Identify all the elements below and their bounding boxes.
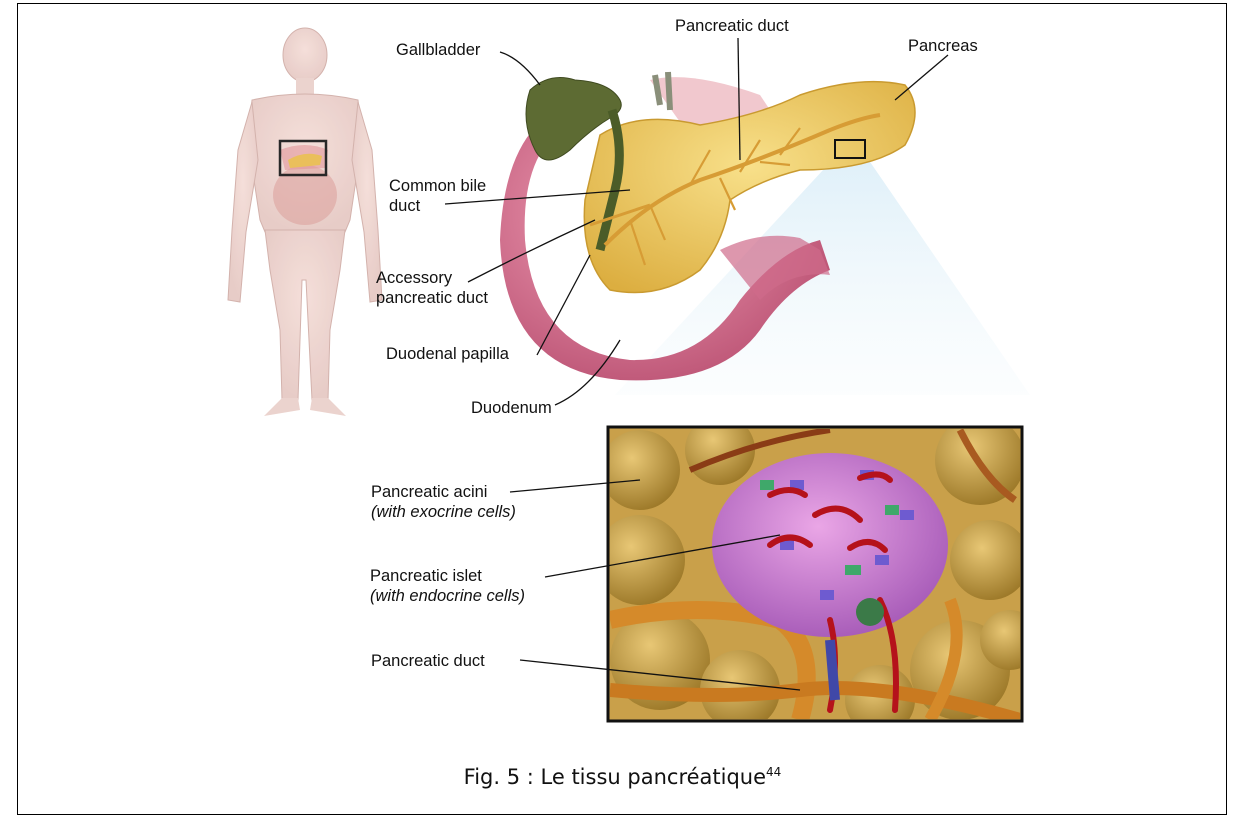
label-accessory-duct-line2: pancreatic duct — [376, 288, 488, 308]
islet-magnified-inset — [595, 415, 1040, 735]
figure-caption: Fig. 5 : Le tissu pancréatique44 — [0, 765, 1245, 789]
label-accessory-duct-line1: Accessory — [376, 268, 488, 288]
label-pancreatic-duct-bottom: Pancreatic duct — [371, 651, 485, 671]
islet-shape — [712, 453, 948, 637]
label-duodenal-papilla: Duodenal papilla — [386, 344, 509, 364]
label-duodenum: Duodenum — [471, 398, 552, 418]
label-acini-line2: (with exocrine cells) — [371, 502, 516, 522]
label-gallbladder: Gallbladder — [396, 40, 480, 60]
label-pancreatic-duct-top: Pancreatic duct — [675, 16, 789, 36]
label-islet-line1: Pancreatic islet — [370, 566, 525, 586]
label-acini: Pancreatic acini (with exocrine cells) — [371, 482, 516, 522]
label-common-bile-duct-line2: duct — [389, 196, 486, 216]
human-body-figure — [228, 28, 382, 416]
caption-text: Fig. 5 : Le tissu pancréatique — [464, 765, 766, 789]
label-islet: Pancreatic islet (with endocrine cells) — [370, 566, 525, 606]
label-accessory-duct: Accessory pancreatic duct — [376, 268, 488, 308]
label-pancreas: Pancreas — [908, 36, 978, 56]
label-acini-line1: Pancreatic acini — [371, 482, 516, 502]
label-islet-line2: (with endocrine cells) — [370, 586, 525, 606]
caption-footnote: 44 — [766, 765, 781, 779]
label-common-bile-duct: Common bile duct — [389, 176, 486, 216]
label-common-bile-duct-line1: Common bile — [389, 176, 486, 196]
